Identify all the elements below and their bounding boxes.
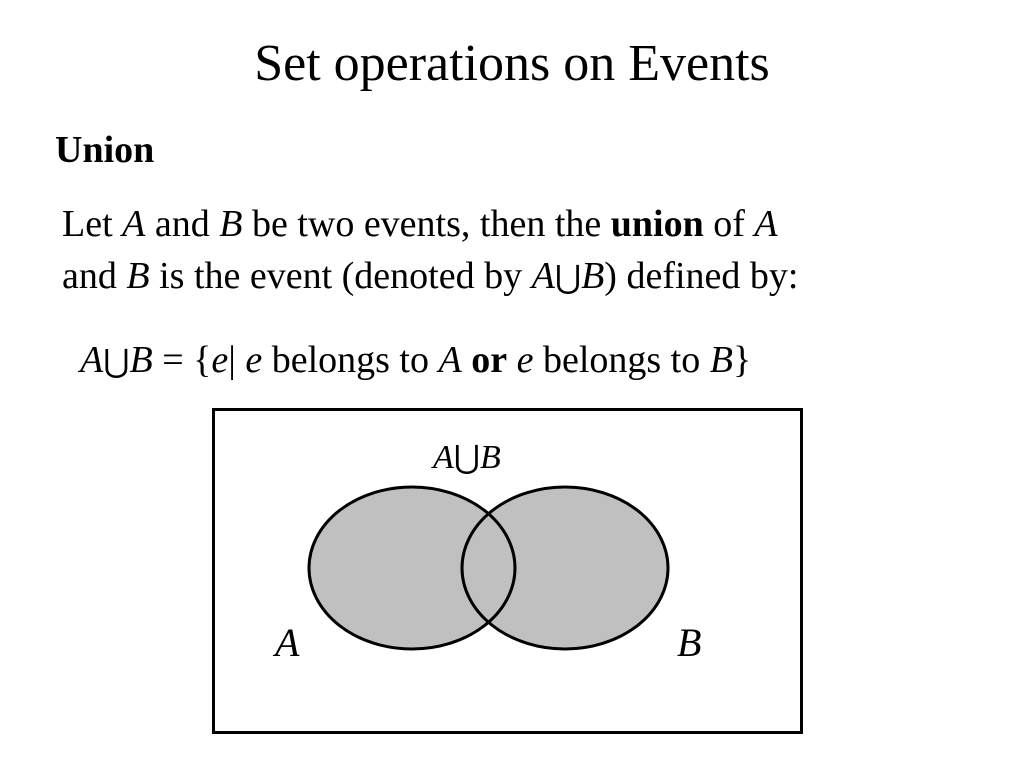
or-keyword: or bbox=[471, 339, 508, 381]
set-a-fill bbox=[309, 487, 515, 649]
set-a-outline bbox=[307, 485, 517, 651]
event-b-symbol: B bbox=[219, 203, 243, 245]
definition-text: and bbox=[62, 255, 127, 297]
slide-title: Set operations on Events bbox=[254, 35, 770, 92]
formula-b-symbol: B bbox=[129, 339, 153, 381]
venn-union-label: A⋃B bbox=[433, 437, 501, 478]
section-heading: Union bbox=[55, 129, 155, 171]
event-a-symbol: A bbox=[754, 203, 778, 245]
venn-union-b: B bbox=[480, 439, 501, 476]
definition-text: ) defined by: bbox=[604, 255, 799, 297]
formula-element-symbol: e bbox=[211, 339, 229, 381]
notation-a-symbol: A bbox=[531, 255, 555, 297]
union-term: union bbox=[610, 203, 704, 245]
formula-a-symbol: A bbox=[80, 339, 104, 381]
formula-b-symbol: B bbox=[709, 339, 733, 381]
formula-space bbox=[507, 339, 517, 381]
definition-text: is the event (denoted by bbox=[149, 255, 532, 297]
formula-element-symbol: e bbox=[245, 339, 263, 381]
venn-union-a: A bbox=[433, 439, 454, 476]
union-definition: Let A and B be two events, then the unio… bbox=[62, 198, 982, 303]
formula-text: belongs to bbox=[533, 339, 710, 381]
venn-diagram: A⋃B A B bbox=[212, 408, 803, 734]
union-symbol: ⋃ bbox=[554, 259, 582, 295]
formula-element-symbol: e bbox=[516, 339, 534, 381]
formula-text: | bbox=[228, 339, 246, 381]
event-b-symbol: B bbox=[126, 255, 150, 297]
notation-b-symbol: B bbox=[581, 255, 605, 297]
formula-text: belongs to bbox=[262, 339, 439, 381]
union-symbol: ⋃ bbox=[453, 439, 481, 475]
union-formula: A⋃B = {e| e belongs to A or e belongs to… bbox=[80, 336, 751, 385]
definition-text: and bbox=[145, 203, 220, 245]
formula-text: = { bbox=[152, 339, 212, 381]
definition-text: of bbox=[703, 203, 755, 245]
event-a-symbol: A bbox=[122, 203, 146, 245]
venn-circles bbox=[307, 485, 670, 651]
definition-text: be two events, then the bbox=[242, 203, 611, 245]
set-b-label: B bbox=[677, 620, 702, 665]
union-symbol: ⋃ bbox=[103, 343, 130, 379]
set-b-outline bbox=[460, 485, 670, 651]
set-a-label: A bbox=[275, 620, 300, 665]
formula-text: } bbox=[732, 339, 752, 381]
definition-text: Let bbox=[62, 203, 123, 245]
set-b-fill bbox=[462, 487, 668, 649]
formula-a-symbol: A bbox=[438, 339, 462, 381]
formula-space bbox=[462, 339, 472, 381]
